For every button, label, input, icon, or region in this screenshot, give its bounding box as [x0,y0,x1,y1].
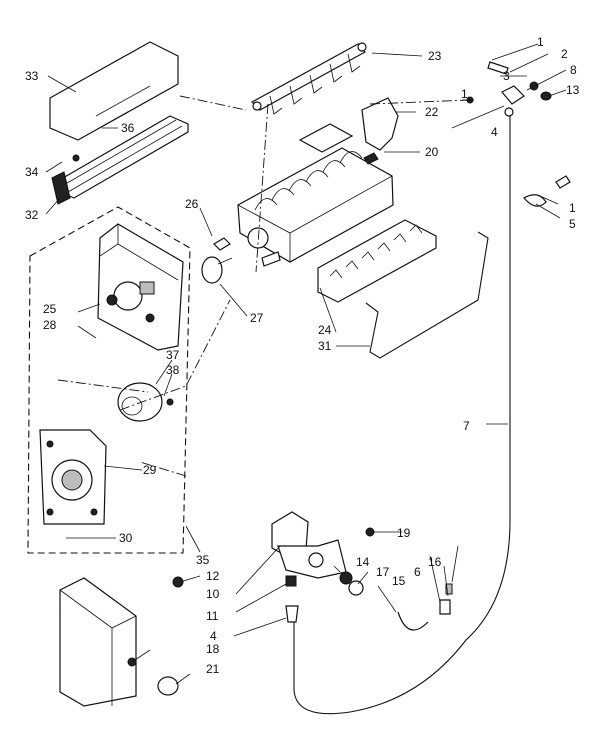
leader-lines [45,43,567,685]
label-27: 27 [250,311,264,325]
motor [117,382,174,422]
label-15: 15 [392,574,406,588]
label-14: 14 [356,555,370,569]
label-1-right: 1 [569,201,576,215]
cover-box [59,577,179,707]
label-28: 28 [43,318,57,332]
label-19: 19 [397,526,411,540]
label-12: 12 [206,569,220,583]
subassembly-dashed-outline [27,206,191,554]
label-35: 35 [196,553,210,567]
shutoff-arm [365,231,489,359]
stripper [317,219,437,303]
control-housing [97,223,184,351]
label-24: 24 [318,323,332,337]
label-17: 17 [376,565,390,579]
ejector-blade-assembly [251,42,367,115]
mounting-plate [39,429,107,525]
label-21: 21 [206,662,220,676]
label-5: 5 [569,217,576,231]
label-32: 32 [25,208,39,222]
label-8: 8 [570,63,577,77]
label-3: 3 [503,69,510,83]
label-23: 23 [428,49,442,63]
label-2: 2 [561,47,568,61]
label-16: 16 [428,555,442,569]
label-20: 20 [425,145,439,159]
label-38: 38 [166,363,180,377]
mold-heater-parts [201,237,233,284]
label-22: 22 [425,105,439,119]
label-25: 25 [43,302,57,316]
label-4-top: 4 [491,125,498,139]
valve-fittings [172,527,453,631]
label-37: 37 [166,348,180,362]
label-26: 26 [185,197,199,211]
label-4-bottom: 4 [210,629,217,643]
label-11: 11 [206,609,219,623]
label-1-mid: 1 [461,87,468,101]
label-30: 30 [119,531,133,545]
ice-mold-body [237,123,394,267]
label-33: 33 [25,69,39,83]
center-lines [57,95,471,477]
label-6: 6 [414,565,421,579]
label-1-top: 1 [537,35,544,49]
water-valve [271,511,347,579]
tube-inlet-fittings [466,61,571,207]
label-31: 31 [318,339,332,353]
label-36: 36 [121,121,135,135]
label-18: 18 [206,642,220,656]
cover-and-harness [49,41,189,205]
label-10: 10 [206,587,220,601]
label-29: 29 [143,463,157,477]
label-34: 34 [25,165,39,179]
label-13: 13 [566,83,580,97]
fill-cup [361,97,399,151]
fill-tube [293,116,511,715]
label-7: 7 [463,419,470,433]
